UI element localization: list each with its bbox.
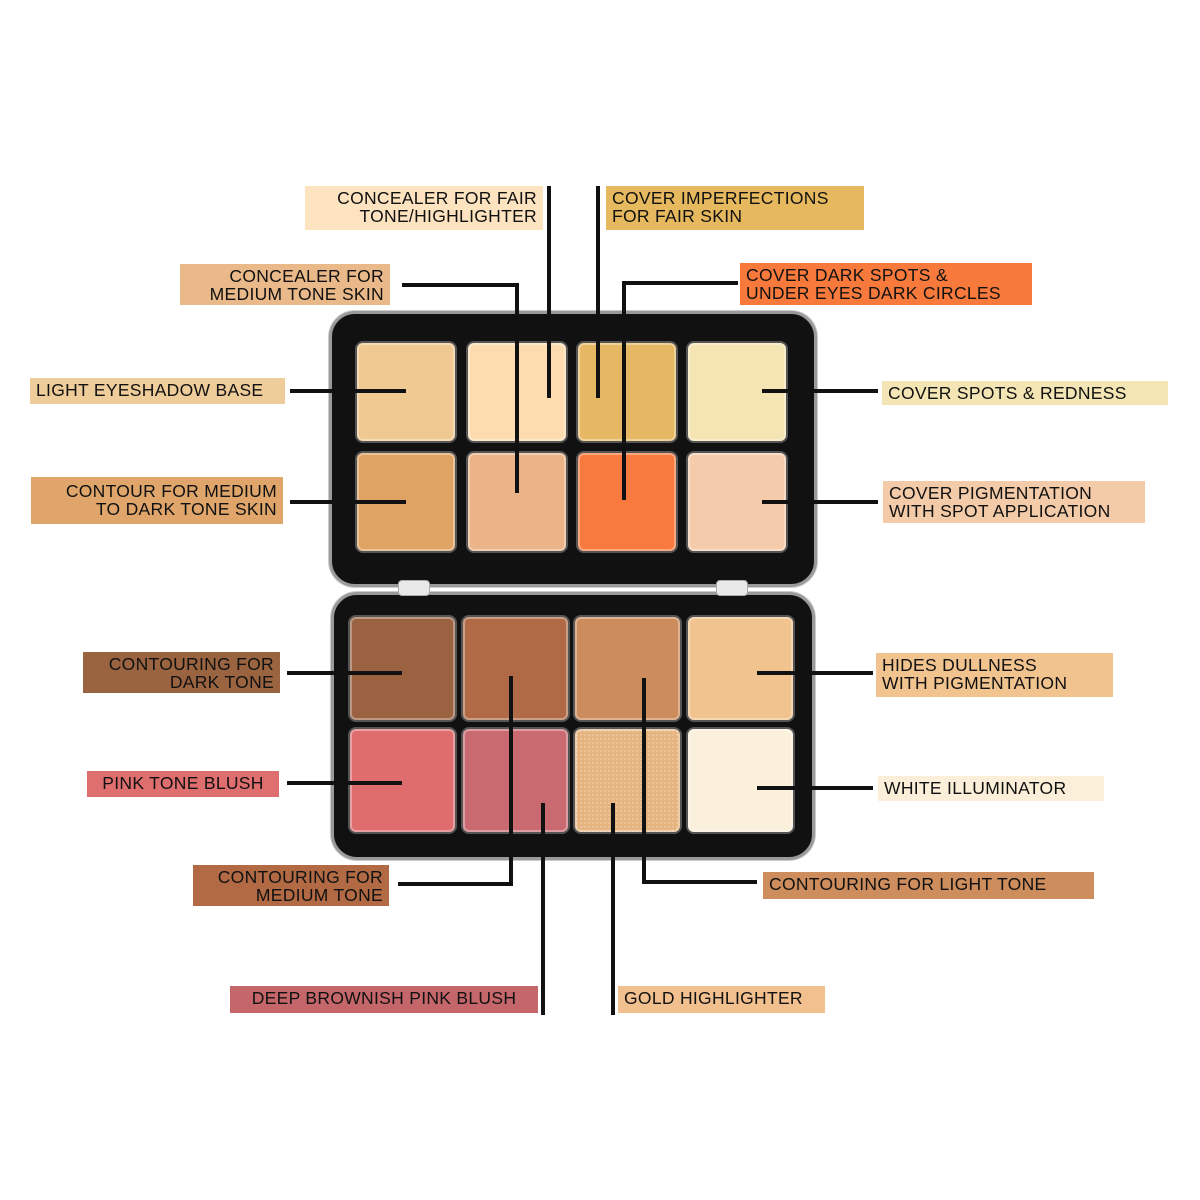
label-gold-highlighter: Gold highlighter: [618, 986, 825, 1013]
label-contouring-medium: Contouring formedium tone: [193, 865, 389, 906]
hinge-right: [716, 580, 748, 596]
leader-line-contouring-light: [642, 678, 757, 884]
label-deep-pink-blush: Deep brownish pink blush: [230, 986, 538, 1013]
label-cover-pigmentation: Cover pigmentationwith spot application: [883, 481, 1145, 523]
hinge-left: [398, 580, 430, 596]
label-contouring-dark: Contouring fordark tone: [83, 652, 280, 693]
bottom-pan-pink-blush: [350, 729, 455, 832]
top-pan-cover-imperfections: [578, 343, 676, 441]
label-concealer-medium: Concealer formedium tone skin: [180, 264, 390, 305]
bottom-pan-contouring-dark: [350, 617, 455, 720]
leader-line-concealer-medium: [402, 283, 519, 493]
label-cover-imperfections: Cover imperfectionsfor fair skin: [606, 186, 864, 230]
leader-line-cover-dark-spots: [622, 281, 738, 500]
bottom-pan-deep-pink-blush: [463, 729, 568, 832]
label-white-illuminator: White illuminator: [878, 776, 1104, 801]
leader-line-contouring-medium: [398, 676, 513, 886]
bottom-pan-white-illuminator: [688, 729, 793, 832]
label-contouring-light: Contouring for light tone: [763, 872, 1094, 899]
label-contour-medium-dark: Contour for mediumto dark tone skin: [31, 477, 283, 524]
bottom-pan-hides-dullness: [688, 617, 793, 720]
label-hides-dullness: Hides dullnesswith pigmentation: [876, 653, 1113, 697]
label-cover-dark-spots: Cover dark spots &under eyes dark circle…: [740, 263, 1032, 305]
label-light-eyeshadow-base: Light eyeshadow base: [30, 378, 285, 404]
bottom-pan-contouring-medium: [463, 617, 568, 720]
bottom-pan-gold-highlighter: [575, 729, 680, 832]
top-pan-cover-dark-spots: [578, 453, 676, 551]
label-cover-redness: Cover spots & redness: [882, 381, 1168, 405]
bottom-pan-contouring-light: [575, 617, 680, 720]
label-pink-blush: Pink tone blush: [87, 771, 279, 797]
label-concealer-fair: Concealer for fairtone/highlighter: [305, 186, 543, 230]
